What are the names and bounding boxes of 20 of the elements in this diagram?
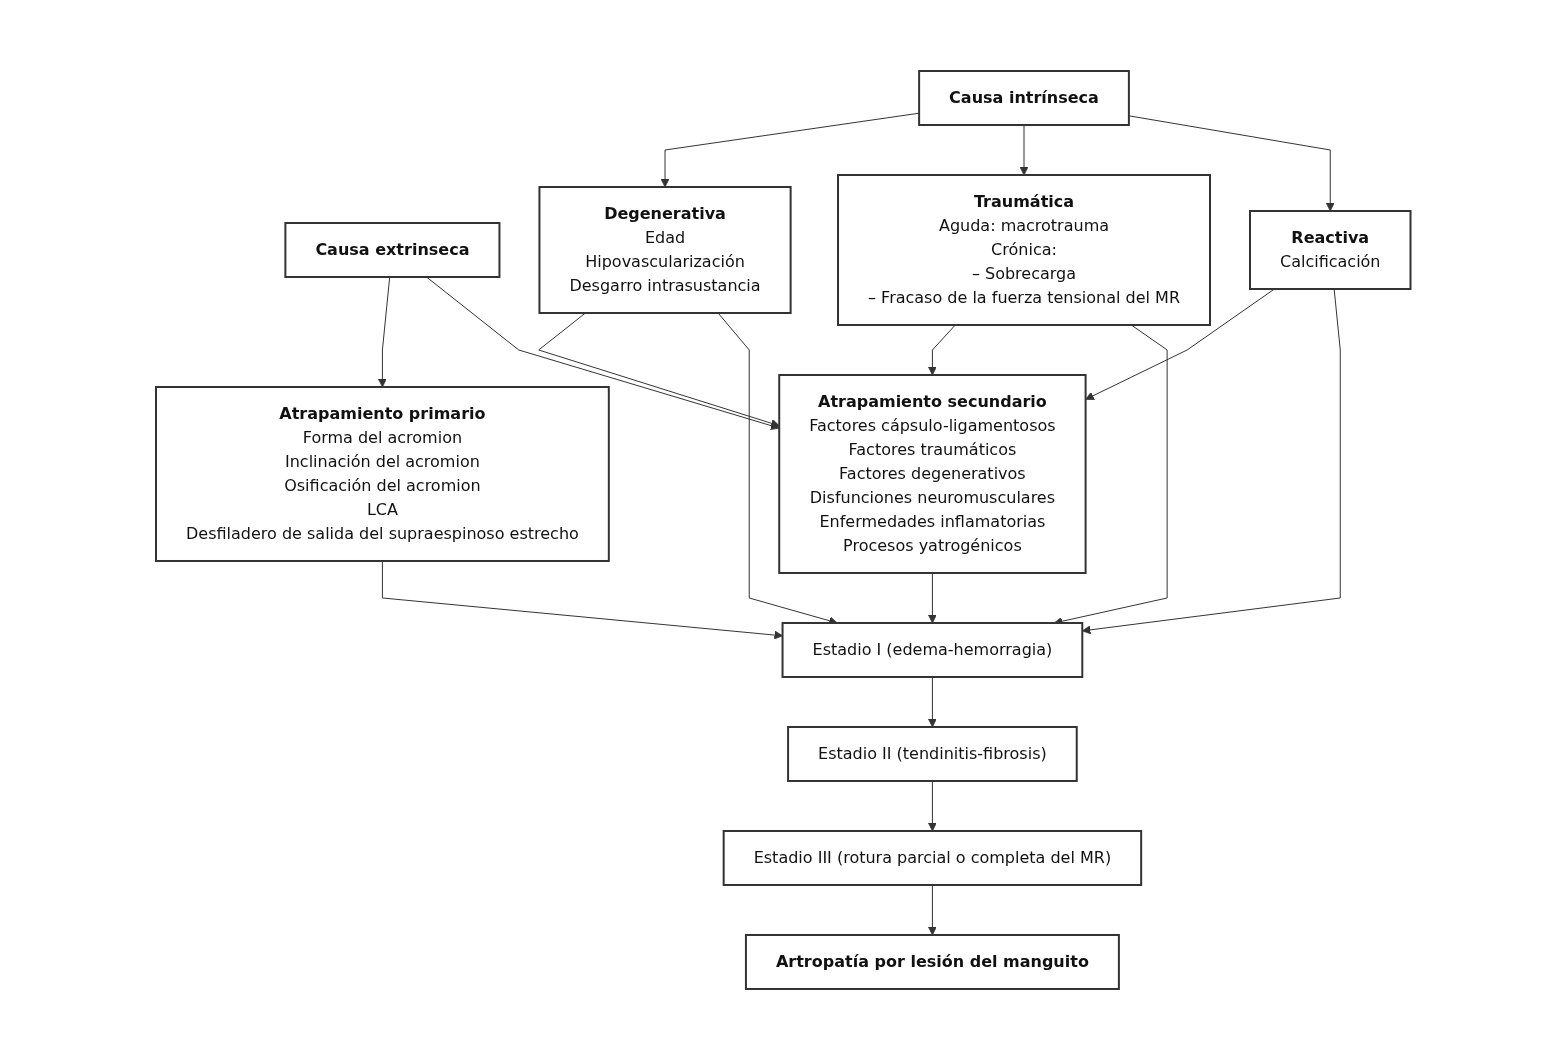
- node-box: Atrapamiento primario Forma del acromion Inclinación del acromion Osificación del acromion LCA Desfiladero de salida del supraespinoso estrecho: [154, 385, 610, 562]
- arrow: [381, 560, 783, 639]
- arrow: [1128, 114, 1335, 211]
- node-box: Causa intrínseca: [917, 69, 1130, 126]
- arrow: [927, 572, 937, 623]
- arrow: [1019, 124, 1029, 175]
- node-box: Artropatía por lesión del manguito: [744, 933, 1120, 990]
- node-box: Estadio III (rotura parcial o completa del MR): [722, 829, 1142, 886]
- node-box: Estadio II (tendinitis-fibrosis): [786, 725, 1078, 782]
- arrow: [927, 884, 937, 935]
- node-box: Degenerativa Edad Hipovascularización Desgarro intrasustancia: [538, 185, 792, 314]
- arrow: [927, 324, 956, 375]
- node-box: Estadio I (edema-hemorragia): [781, 621, 1083, 678]
- node-box: Causa extrinseca: [284, 221, 501, 278]
- arrow: [377, 276, 390, 387]
- arrow: [927, 780, 937, 831]
- node-box: Reactiva Calcificación: [1248, 209, 1412, 290]
- node-box: Traumática Aguda: macrotrauma Crónica: – Sobrecarga – Fracaso de la fuerza tensional del MR: [836, 173, 1211, 326]
- node-box: Atrapamiento secundario Factores cápsulo-ligamentosos Factores traumáticos Factores degenerativos Disfunciones neuromusculares Enfermedades inflamatorias Procesos yatrogénicos: [777, 373, 1087, 574]
- arrow: [927, 676, 937, 727]
